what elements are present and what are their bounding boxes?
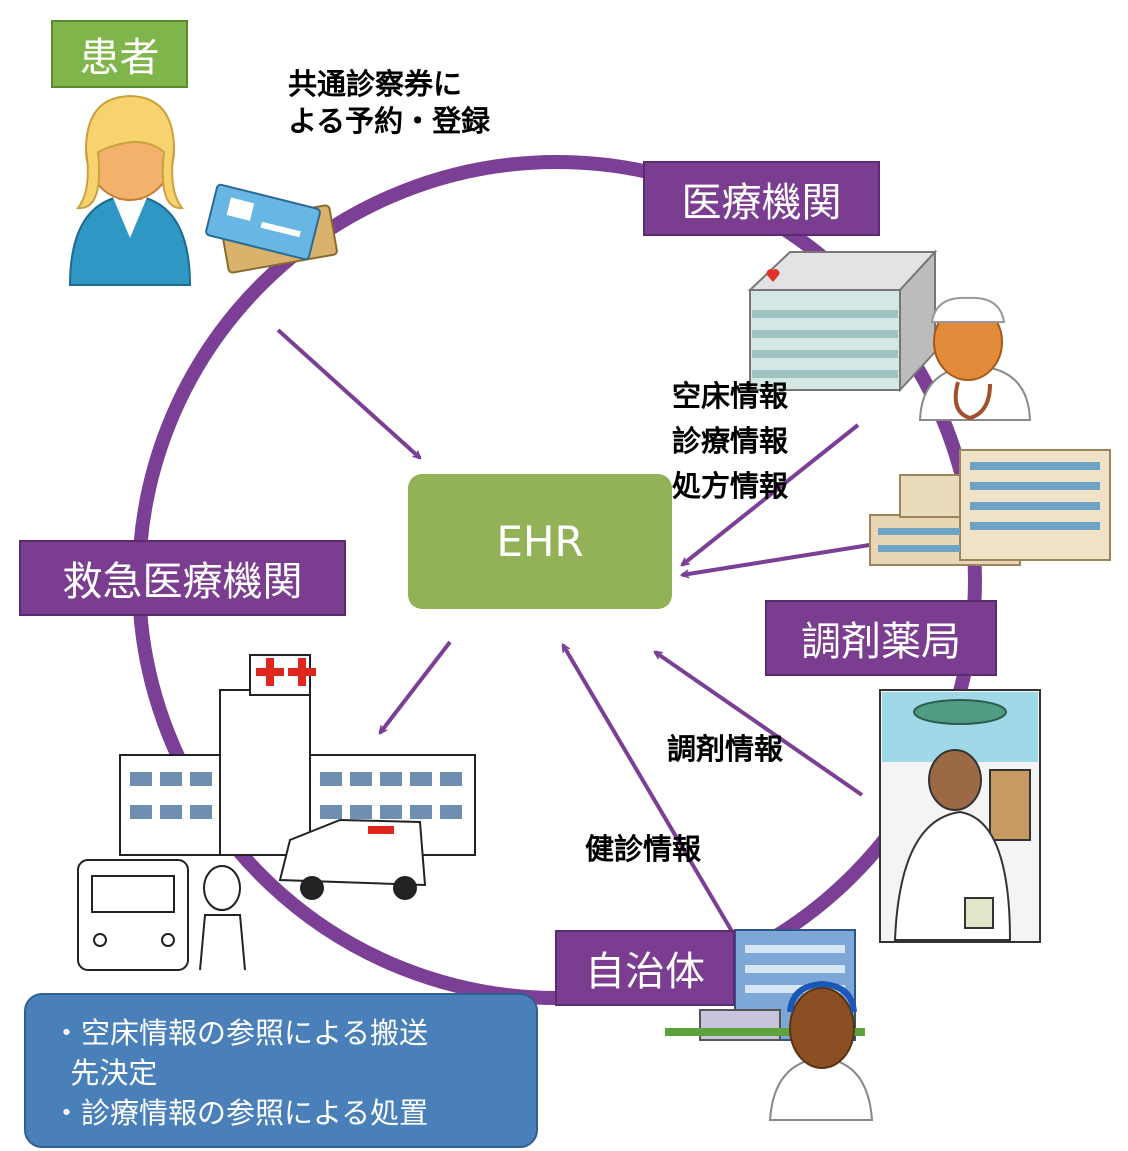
ambulance-front-icon [77, 859, 246, 971]
arrow-ehr-to-emergency [378, 640, 452, 733]
summary-line: 先決定 [52, 1056, 158, 1090]
emergency-institution-node: 救急医療機関 [19, 540, 346, 616]
ehr-hub: EHR [408, 474, 672, 609]
emergency-hospital-icon [119, 654, 476, 856]
checkup-info-note: 健診情報 [585, 832, 702, 866]
note-line: 処方情報 [672, 469, 789, 503]
doctor-icon [918, 296, 1032, 421]
staff-icon [768, 980, 874, 1121]
hospital-building-icon [869, 449, 1111, 566]
pharmacy-node: 調剤薬局 [765, 600, 997, 676]
arrow-hospital-to-ehr [682, 541, 883, 575]
arrow-municipality-to-ehr [561, 645, 742, 947]
pharmacist-icon [879, 689, 1041, 943]
summary-line: ・診療情報の参照による処置 [52, 1096, 429, 1130]
ambulance-icon [278, 818, 427, 900]
consultation-cards-icon [205, 183, 338, 274]
arrow-clinic-to-ehr [682, 423, 860, 565]
note-line: 診療情報 [672, 424, 789, 458]
municipality-node: 自治体 [555, 930, 735, 1006]
patient-node: 患者 [51, 20, 188, 88]
arrow-patient-to-ehr [276, 328, 420, 458]
arrow-pharmacy-to-ehr [655, 650, 864, 797]
clinic-building-icon [747, 249, 938, 393]
note-line: 共通診察券に [288, 67, 463, 101]
patient-icon [68, 94, 192, 286]
flow-arrows [276, 328, 883, 947]
hospital-info-note: 空床情報 診療情報 処方情報 [672, 374, 788, 509]
dispensing-info-note: 調剤情報 [667, 732, 784, 766]
emergency-summary-box: ・空床情報の参照による搬送 先決定 ・診療情報の参照による処置 [24, 993, 538, 1148]
note-line: よる予約・登録 [288, 104, 491, 138]
card-registration-note: 共通診察券に よる予約・登録 [288, 66, 490, 140]
summary-line: ・空床情報の参照による搬送 [52, 1016, 429, 1050]
note-line: 空床情報 [672, 379, 789, 413]
medical-institution-node: 医療機関 [643, 161, 880, 236]
